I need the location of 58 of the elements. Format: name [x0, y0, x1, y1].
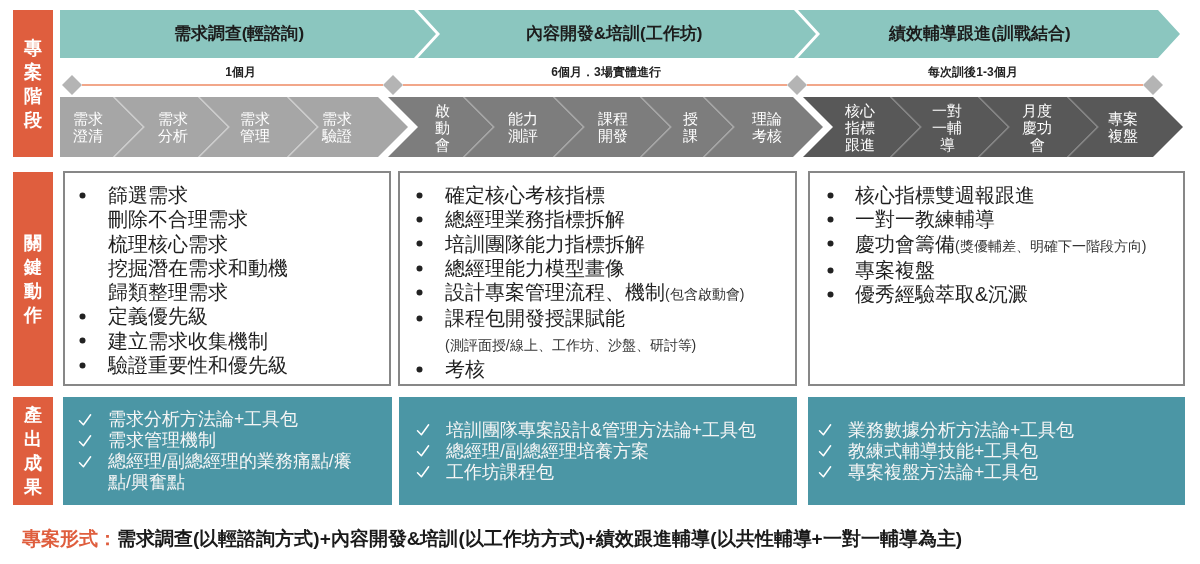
list-item: 設計專案管理流程、機制 — [445, 281, 665, 304]
timeline-line — [806, 84, 1144, 86]
list-item: 建立需求收集機制 — [108, 329, 268, 352]
list-item: 一對一教練輔導 — [855, 208, 995, 231]
list-item: 總經理能力模型畫像 — [445, 256, 625, 279]
timeline-line — [402, 84, 788, 86]
footer-heading: 專案形式： — [22, 528, 117, 549]
output-item: 需求管理機制 — [108, 430, 216, 450]
list-item: 總經理業務指標拆解 — [445, 208, 625, 231]
row-header: 關鍵動作 — [13, 172, 53, 386]
list-item: 篩選需求 — [108, 184, 188, 206]
output-card — [399, 397, 797, 505]
output-card — [63, 397, 392, 505]
milestone-diamond — [787, 75, 807, 95]
milestone-diamond — [383, 75, 403, 95]
output-item: 培訓團隊專案設計&管理方法論+工具包 — [446, 419, 756, 440]
output-item: 工作坊課程包 — [446, 461, 554, 482]
list-item: 驗證重要性和優先級 — [108, 354, 288, 377]
note-text: (測評面授/線上、工作坊、沙盤、研討等) — [445, 336, 697, 353]
list-item: 優秀經驗萃取&沉澱 — [855, 283, 1028, 306]
timeline-line — [81, 84, 384, 86]
process-step: 需求驗證 — [287, 97, 408, 157]
output-item: 專案複盤方法論+工具包 — [848, 461, 1039, 482]
list-item: 梳理核心需求 — [108, 232, 228, 255]
row-header: 產出成果 — [13, 397, 53, 505]
note-text: (獎優輔差、明確下一階段方向) — [955, 237, 1147, 254]
list-item: 確定核心考核指標 — [445, 184, 605, 206]
row-header: 專案階段 — [13, 10, 53, 157]
list-item: 核心指標雙週報跟進 — [855, 184, 1035, 206]
output-item: 總經理/副總經理的業務痛點/癢點/興奮點 — [108, 451, 352, 492]
output-item: 業務數據分析方法論+工具包 — [848, 419, 1075, 440]
output-item: 需求分析方法論+工具包 — [108, 409, 299, 429]
list-item: 專案複盤 — [855, 258, 935, 281]
phase-banner: 績效輔導跟進(訓戰結合) — [798, 10, 1180, 58]
list-item: 培訓團隊能力指標拆解 — [445, 232, 645, 255]
action-card — [63, 171, 391, 386]
list-item: 歸類整理需求 — [108, 281, 228, 304]
milestone-diamond — [1143, 75, 1163, 95]
output-item: 教練式輔導技能+工具包 — [848, 440, 1039, 461]
note-text: (包含啟動會) — [665, 286, 745, 303]
action-card — [398, 171, 797, 386]
action-card — [808, 171, 1185, 386]
list-item: 挖掘潛在需求和動機 — [108, 256, 288, 279]
output-item: 總經理/副總經理培養方案 — [446, 440, 649, 461]
list-item: 定義優先級 — [108, 305, 208, 328]
duration-label: 6個月．3場實體進行 — [548, 64, 664, 80]
process-step: 授課 — [640, 97, 733, 157]
milestone-diamond — [62, 75, 82, 95]
list-item: 慶功會籌備 — [855, 232, 955, 255]
output-card — [808, 397, 1185, 505]
list-item: 課程包開發授課賦能 — [445, 307, 625, 330]
list-item: 考核 — [445, 358, 485, 381]
phase-banner: 內容開發&培訓(工作坊) — [418, 10, 816, 58]
process-step: 專案複盤 — [1067, 97, 1183, 157]
list-item: 刪除不合理需求 — [108, 208, 248, 231]
process-step: 理論考核 — [703, 97, 823, 157]
phase-banner: 需求調查(輕諮詢) — [60, 10, 436, 58]
footer-text: 需求調查(以輕諮詢方式)+內容開發&培訓(以工作坊方式)+績效跟進輔導(以共性輔導+一對一輔導為主) — [117, 528, 962, 549]
